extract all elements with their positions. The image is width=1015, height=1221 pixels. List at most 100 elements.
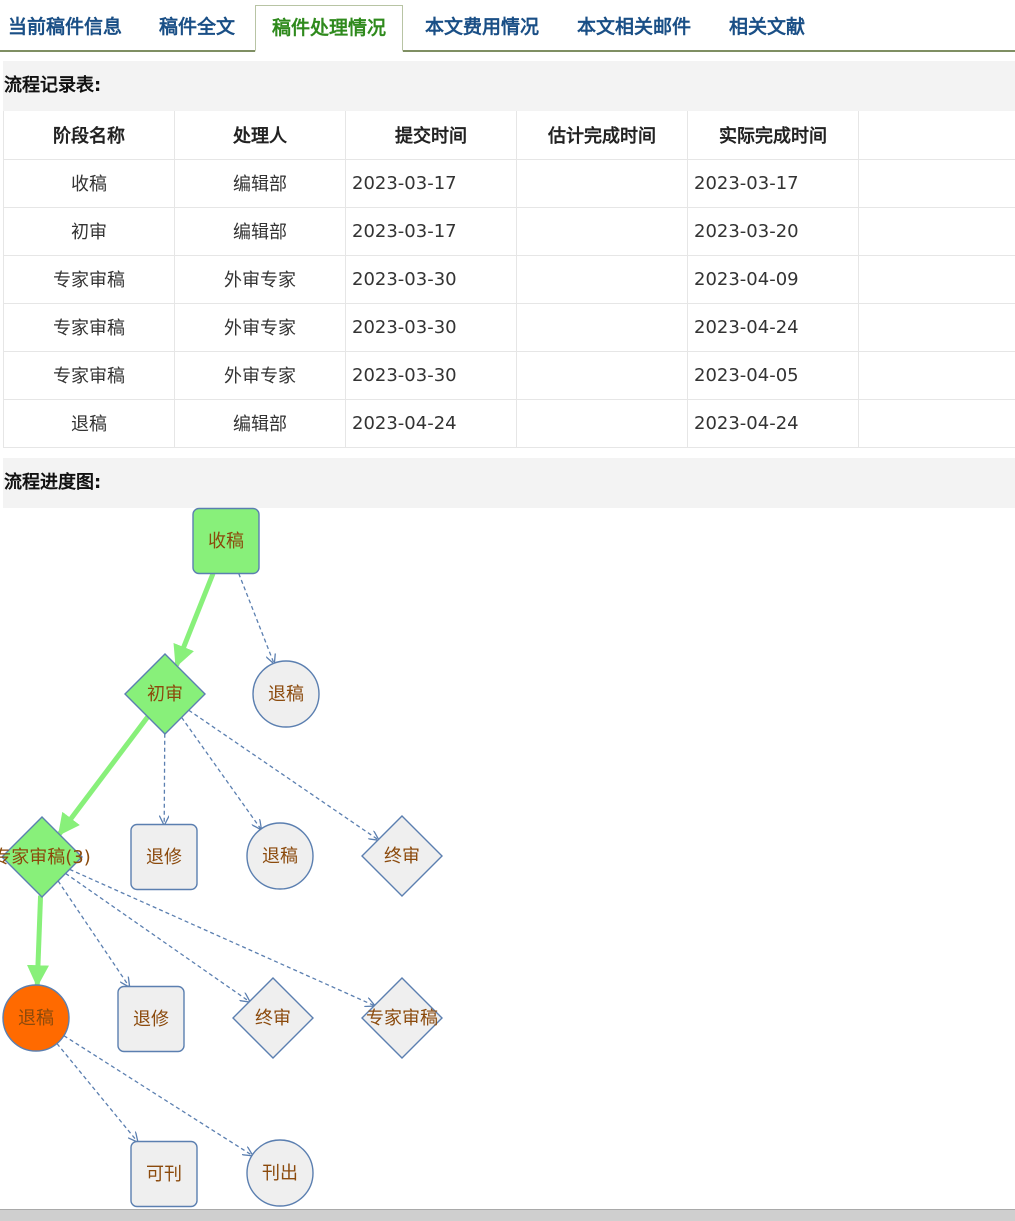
flow-edge-n4-n11: [69, 868, 375, 1005]
tab-related-literature[interactable]: 相关文献: [729, 16, 806, 38]
tab-bar: 当前稿件信息 稿件全文 稿件处理情况 本文费用情况 本文相关邮件 相关文献: [0, 0, 1015, 52]
flow-node-shape: [2, 984, 70, 1052]
cell-actual-time: 2023-04-09: [687, 254, 859, 304]
tab-fees[interactable]: 本文费用情况: [425, 16, 540, 38]
tab-current-manuscript-info[interactable]: 当前稿件信息: [8, 16, 123, 38]
flow-node-shape: [232, 977, 314, 1059]
col-header-actual-time: 实际完成时间: [687, 111, 859, 160]
col-header-submit-time: 提交时间: [345, 111, 517, 160]
flow-node-n2[interactable]: 退稿: [252, 660, 320, 728]
cell-submit-time: 2023-03-17: [345, 206, 517, 256]
col-header-handler: 处理人: [174, 111, 346, 160]
cell-stage: 专家审稿: [3, 302, 175, 352]
flow-edge-n4-n10: [65, 872, 250, 1001]
cell-stage: 退稿: [3, 398, 175, 448]
table-header-row: 阶段名称 处理人 提交时间 估计完成时间 实际完成时间: [3, 111, 1015, 160]
flow-node-n4[interactable]: 专家审稿(3): [0, 816, 91, 898]
flow-edge-n3-n6: [181, 717, 261, 829]
cell-handler: 外审专家: [174, 302, 346, 352]
flow-edge-n3-n4: [57, 715, 150, 836]
flow-node-shape: [117, 985, 185, 1053]
cell-handler: 外审专家: [174, 254, 346, 304]
cell-extra: [858, 302, 1015, 352]
flow-node-shape: [1, 816, 83, 898]
cell-stage: 收稿: [3, 158, 175, 208]
flow-node-shape: [192, 507, 260, 575]
cell-actual-time: 2023-03-17: [687, 158, 859, 208]
cell-handler: 编辑部: [174, 206, 346, 256]
flow-edge-n3-n5: [164, 733, 165, 825]
flow-node-n7[interactable]: 终审: [361, 815, 443, 897]
flow-node-label: 退修: [146, 847, 182, 868]
cell-estimated-time: [516, 302, 688, 352]
flow-edge-n1-n3: [173, 572, 216, 668]
flow-node-shape: [246, 822, 314, 890]
cell-actual-time: 2023-04-24: [687, 398, 859, 448]
tab-processing-status[interactable]: 稿件处理情况: [255, 5, 404, 52]
cell-extra: [858, 158, 1015, 208]
flow-edge-n3-n7: [188, 709, 378, 840]
flow-node-n5[interactable]: 退修: [130, 823, 198, 891]
tab-full-text[interactable]: 稿件全文: [159, 16, 236, 38]
flow-node-shape: [361, 815, 443, 897]
flow-node-label: 退修: [133, 1009, 169, 1030]
flow-nodes: 收稿退稿初审专家审稿(3)退修退稿终审退稿退修终审专家审稿可刊刊出: [0, 507, 443, 1208]
col-header-stage: 阶段名称: [3, 111, 175, 160]
table-row: 专家审稿 外审专家 2023-03-30 2023-04-09: [3, 254, 1015, 304]
flow-node-n8[interactable]: 退稿: [2, 984, 70, 1052]
cell-actual-time: 2023-03-20: [687, 206, 859, 256]
flow-node-label: 终审: [255, 1008, 291, 1029]
flow-node-label: 退稿: [262, 846, 298, 867]
horizontal-scrollbar[interactable]: [0, 1209, 1015, 1221]
cell-estimated-time: [516, 350, 688, 400]
flow-edge-n4-n8: [26, 895, 49, 988]
flow-node-label: 刊出: [262, 1163, 298, 1184]
flow-node-shape: [130, 1140, 198, 1208]
flow-node-n1[interactable]: 收稿: [192, 507, 260, 575]
table-row: 初审 编辑部 2023-03-17 2023-03-20: [3, 206, 1015, 256]
cell-extra: [858, 206, 1015, 256]
cell-extra: [858, 254, 1015, 304]
cell-submit-time: 2023-03-30: [345, 350, 517, 400]
cell-submit-time: 2023-03-17: [345, 158, 517, 208]
flow-node-label: 专家审稿(3): [0, 847, 91, 868]
flow-node-n3[interactable]: 初审: [124, 653, 206, 735]
cell-stage: 专家审稿: [3, 254, 175, 304]
cell-extra: [858, 350, 1015, 400]
flow-node-n12[interactable]: 可刊: [130, 1140, 198, 1208]
flow-edge-n8-n12: [56, 1043, 137, 1142]
col-header-extra: [858, 111, 1015, 160]
cell-submit-time: 2023-03-30: [345, 302, 517, 352]
flow-node-label: 退稿: [18, 1008, 54, 1029]
flow-node-n13[interactable]: 刊出: [246, 1139, 314, 1207]
flow-node-label: 退稿: [268, 684, 304, 705]
flow-node-n11[interactable]: 专家审稿: [361, 977, 443, 1059]
col-header-estimated-time: 估计完成时间: [516, 111, 688, 160]
table-row: 专家审稿 外审专家 2023-03-30 2023-04-24: [3, 302, 1015, 352]
flow-node-shape: [124, 653, 206, 735]
cell-extra: [858, 398, 1015, 448]
cell-handler: 编辑部: [174, 158, 346, 208]
flow-node-shape: [361, 977, 443, 1059]
cell-submit-time: 2023-04-24: [345, 398, 517, 448]
flow-node-label: 初审: [147, 684, 183, 705]
flow-node-label: 收稿: [208, 531, 244, 552]
tab-related-emails[interactable]: 本文相关邮件: [577, 16, 692, 38]
table-row: 退稿 编辑部 2023-04-24 2023-04-24: [3, 398, 1015, 448]
flow-node-n6[interactable]: 退稿: [246, 822, 314, 890]
record-section-title: 流程记录表:: [3, 61, 1015, 111]
cell-handler: 编辑部: [174, 398, 346, 448]
flow-node-shape: [252, 660, 320, 728]
cell-submit-time: 2023-03-30: [345, 254, 517, 304]
table-row: 收稿 编辑部 2023-03-17 2023-03-17: [3, 158, 1015, 208]
flow-edges: [26, 572, 378, 1156]
process-flow-diagram: 收稿退稿初审专家审稿(3)退修退稿终审退稿退修终审专家审稿可刊刊出: [0, 507, 443, 1208]
flow-edge-n8-n13: [63, 1035, 252, 1156]
flow-node-n9[interactable]: 退修: [117, 985, 185, 1053]
flow-node-label: 专家审稿: [366, 1008, 438, 1029]
cell-estimated-time: [516, 158, 688, 208]
cell-estimated-time: [516, 206, 688, 256]
cell-stage: 初审: [3, 206, 175, 256]
cell-actual-time: 2023-04-24: [687, 302, 859, 352]
flow-node-n10[interactable]: 终审: [232, 977, 314, 1059]
